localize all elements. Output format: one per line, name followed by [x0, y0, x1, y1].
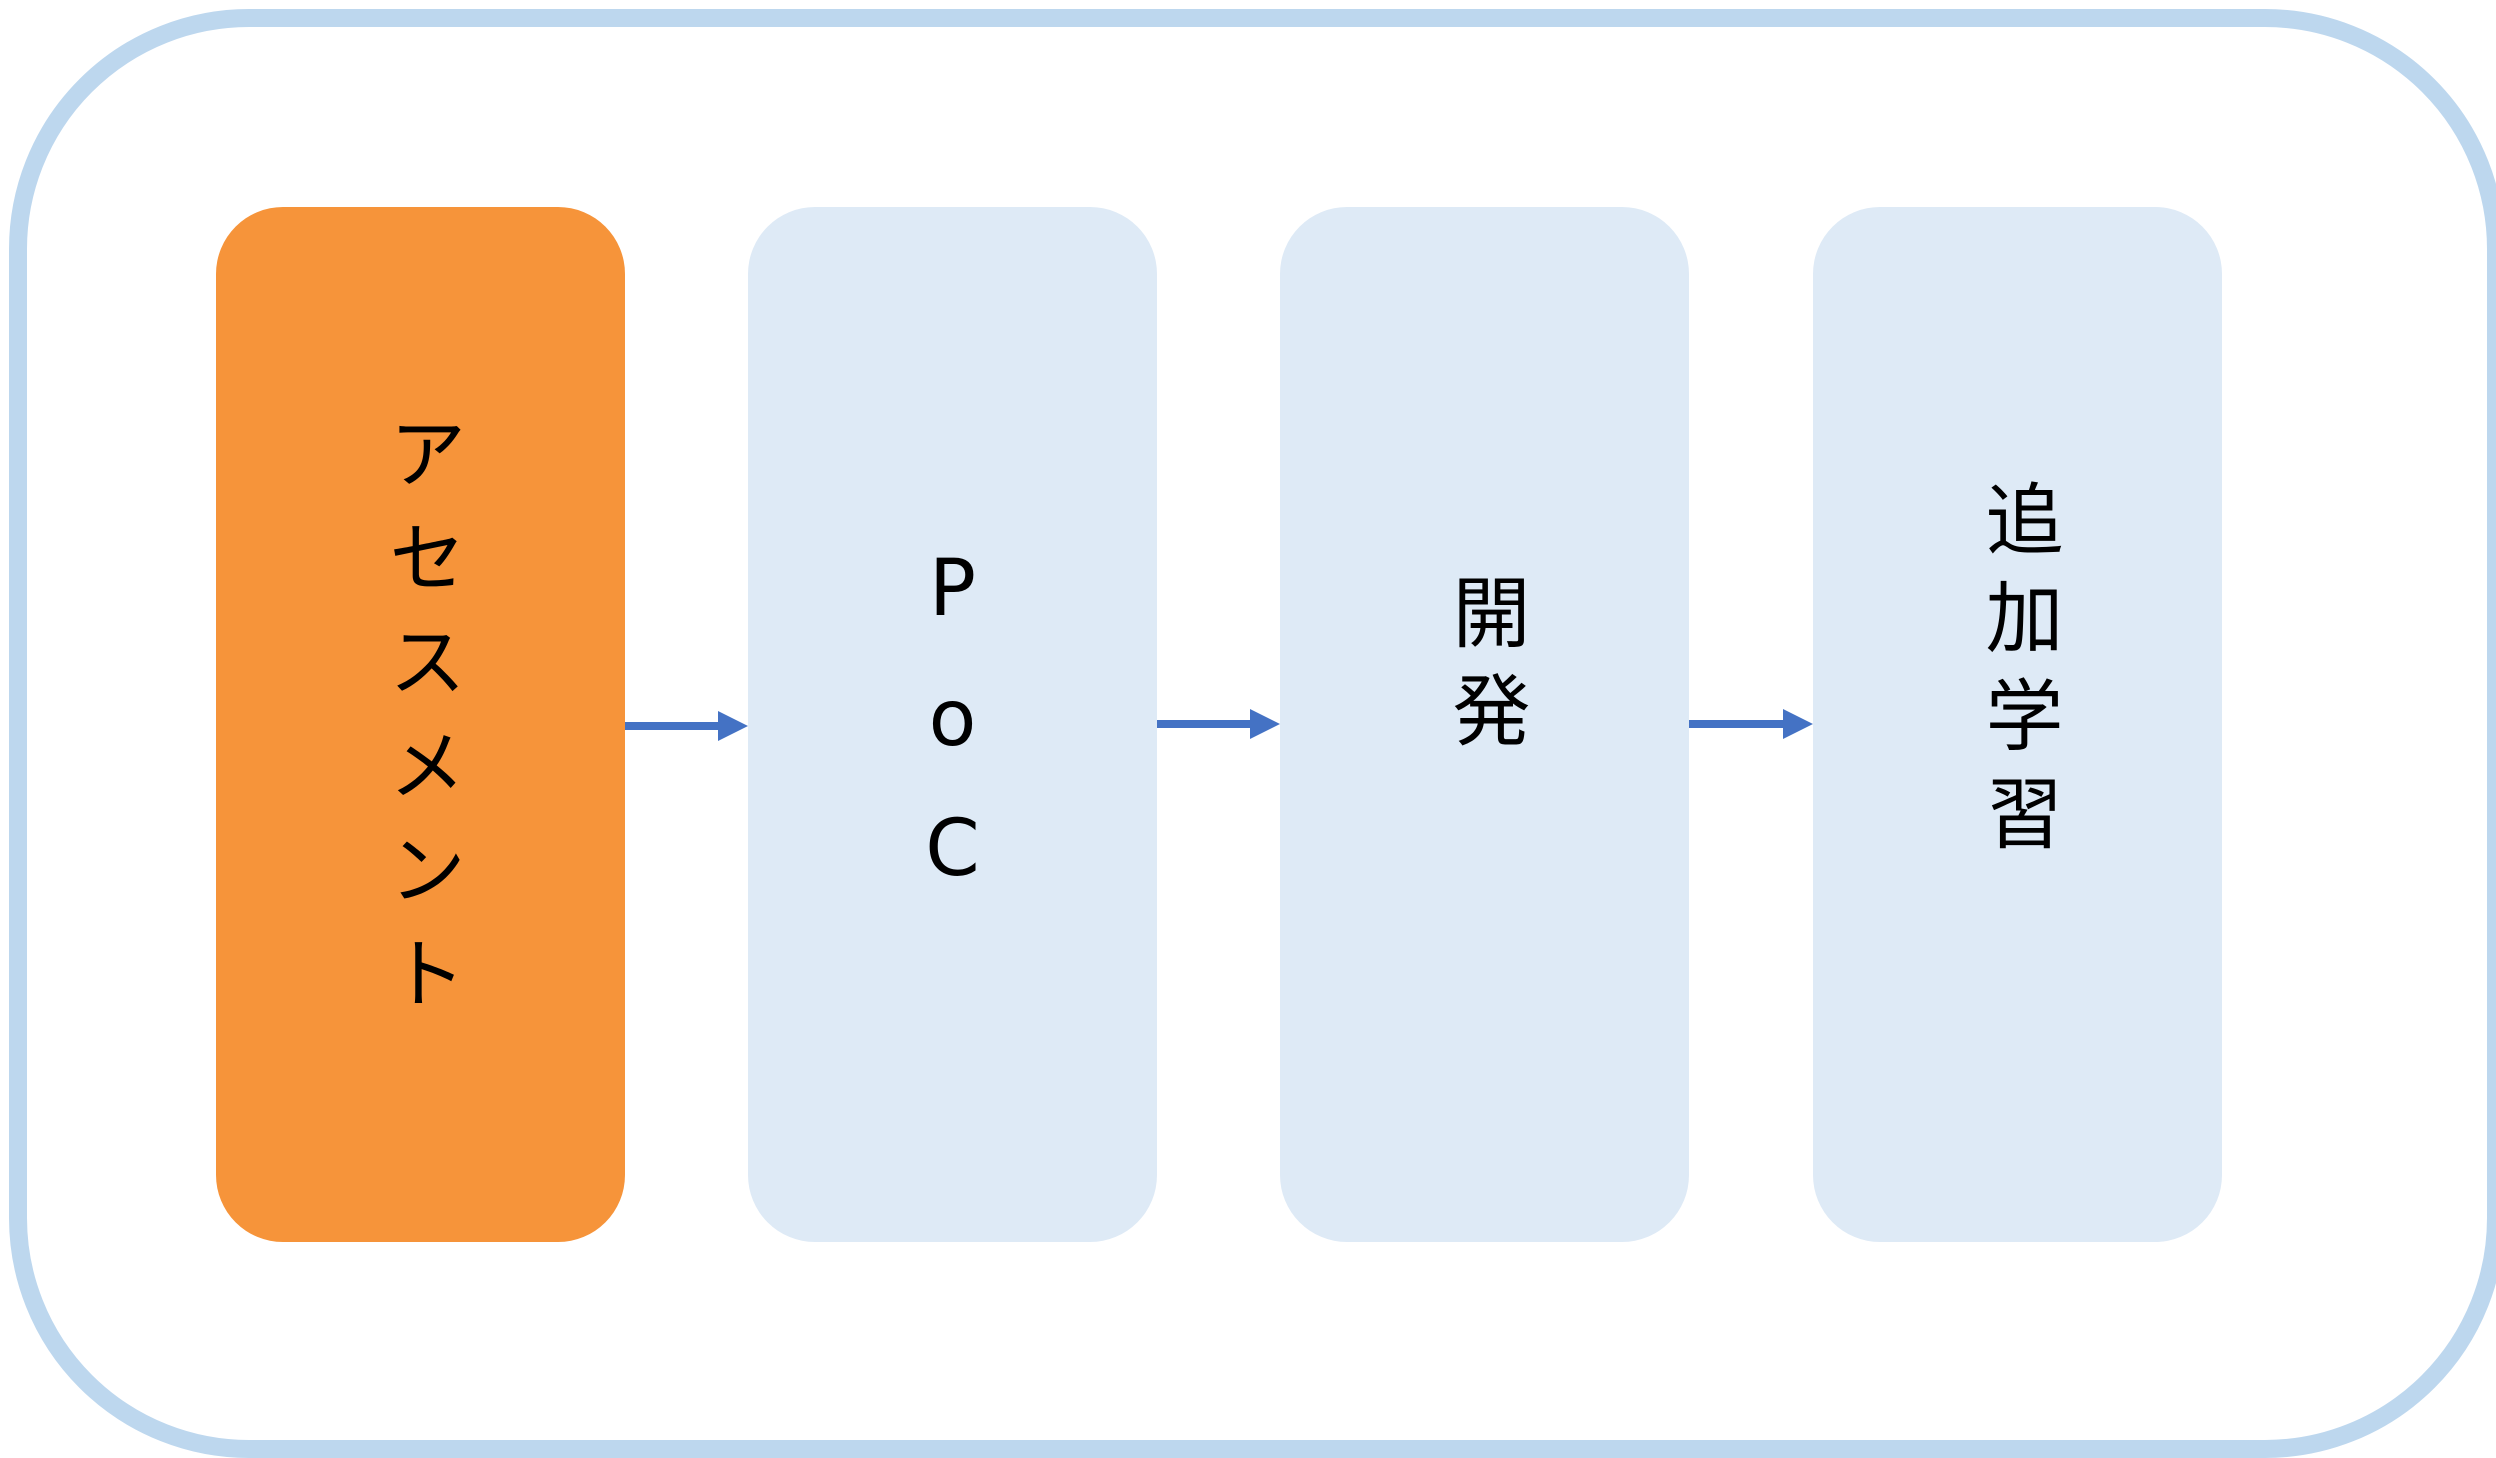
stage-box-development: 開発 — [1280, 207, 1689, 1242]
stage-label-additional-learning: 追加学習 — [1972, 478, 2063, 871]
stage-label-poc: PoC — [907, 543, 998, 934]
stage-label-assessment: アセスメント — [375, 412, 466, 1037]
stage-label-development: 開発 — [1439, 571, 1530, 768]
stage-box-additional-learning: 追加学習 — [1813, 207, 2222, 1242]
stage-box-poc: PoC — [748, 207, 1157, 1242]
stage-box-assessment: アセスメント — [216, 207, 625, 1242]
